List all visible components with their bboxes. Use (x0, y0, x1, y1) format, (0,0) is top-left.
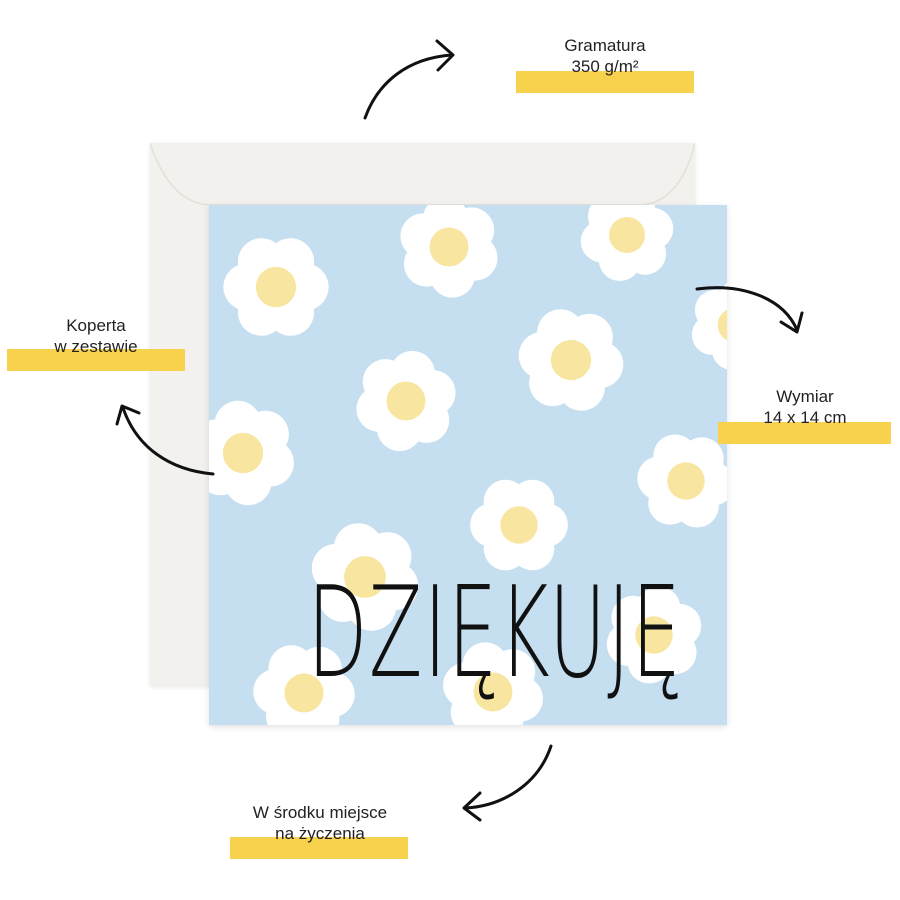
envelope-label: Koperta w zestawie (0, 315, 192, 357)
daisy-flower (400, 205, 498, 298)
weight-title: Gramatura (564, 36, 646, 55)
arrow-top-icon (363, 39, 455, 120)
inside-label-line2: na życzenia (275, 824, 365, 843)
size-value: 14 x 14 cm (763, 408, 847, 427)
daisy-flower (470, 479, 568, 571)
envelope-label-line1: Koperta (66, 316, 126, 335)
daisy-flower (691, 283, 727, 370)
size-title: Wymiar (776, 387, 834, 406)
arrow-bottom-icon (462, 744, 553, 822)
daisy-flower (253, 645, 355, 725)
daisy-flower (223, 238, 329, 336)
envelope-label-line2: w zestawie (54, 337, 138, 356)
inside-label: W środku miejsce na życzenia (210, 802, 430, 844)
weight-highlight (516, 71, 694, 93)
inside-label-line1: W środku miejsce (252, 803, 388, 822)
daisy-flower (311, 523, 419, 631)
greeting-card: DZIĘKUJĘ (209, 205, 727, 725)
inside-highlight (230, 837, 408, 859)
card-title: DZIĘKUJĘ (307, 559, 683, 706)
size-label: Wymiar 14 x 14 cm (705, 386, 900, 428)
daisy-flower (443, 642, 543, 725)
daisy-flower (637, 434, 727, 528)
envelope-highlight (7, 349, 185, 371)
daisy-pattern (209, 205, 727, 725)
size-highlight (718, 422, 891, 444)
weight-label: Gramatura 350 g/m² (505, 35, 705, 77)
daisy-flower (580, 205, 674, 281)
daisy-flower (209, 400, 294, 506)
daisy-flower (518, 309, 624, 411)
daisy-flower (356, 350, 456, 452)
daisy-flower (606, 586, 702, 684)
weight-value: 350 g/m² (571, 57, 639, 76)
